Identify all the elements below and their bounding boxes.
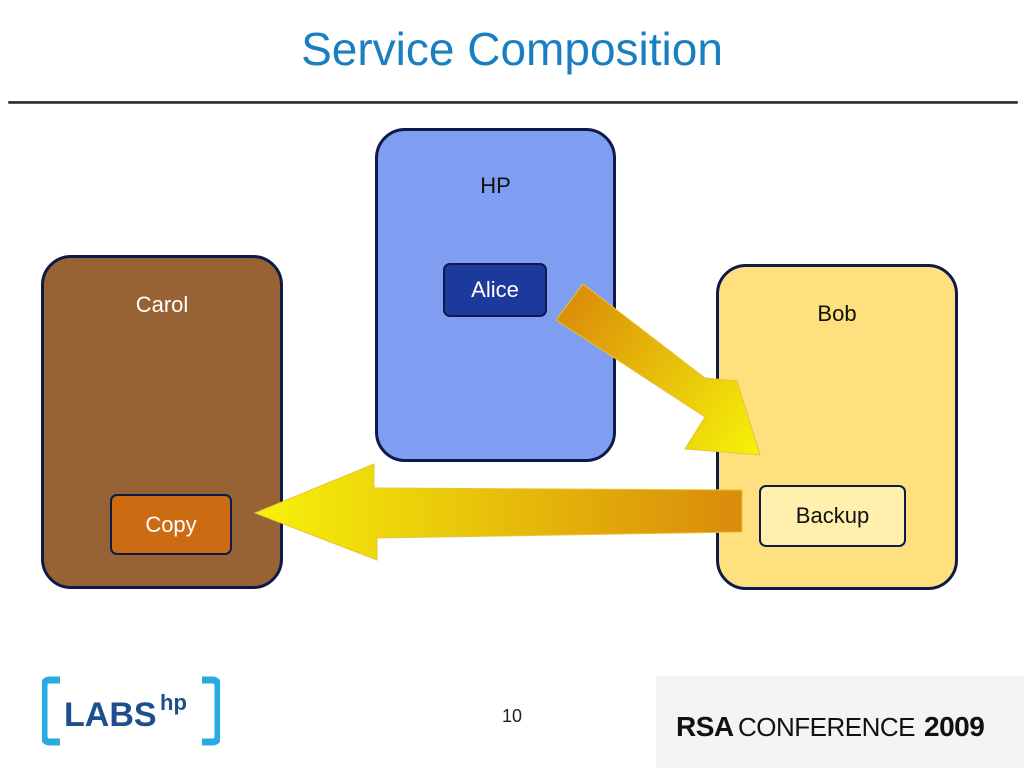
- hp-label: HP: [480, 173, 511, 198]
- footer-band: [656, 676, 1024, 768]
- svg-text:RSA: RSA: [676, 711, 734, 742]
- svg-text:hp: hp: [160, 690, 187, 715]
- carol-label: Carol: [135, 292, 189, 317]
- bob-label: Bob: [817, 301, 857, 326]
- page-number: 10: [501, 706, 523, 726]
- svg-text:2009: 2009: [924, 711, 984, 742]
- svg-text:CONFERENCE: CONFERENCE: [738, 712, 915, 742]
- copy-node: Copy: [110, 494, 232, 555]
- hp-labs-logo: LABS hp: [40, 676, 222, 746]
- svg-text:LABS: LABS: [64, 696, 157, 734]
- rsa-conference-logo: RSA CONFERENCE 2009: [676, 700, 1006, 750]
- backup-node: Backup: [759, 485, 906, 547]
- alice-node: Alice: [443, 263, 547, 317]
- slide-title: Service Composition: [301, 23, 723, 75]
- arrow-backup-to-copy: [253, 463, 743, 561]
- title-divider: [8, 101, 1018, 104]
